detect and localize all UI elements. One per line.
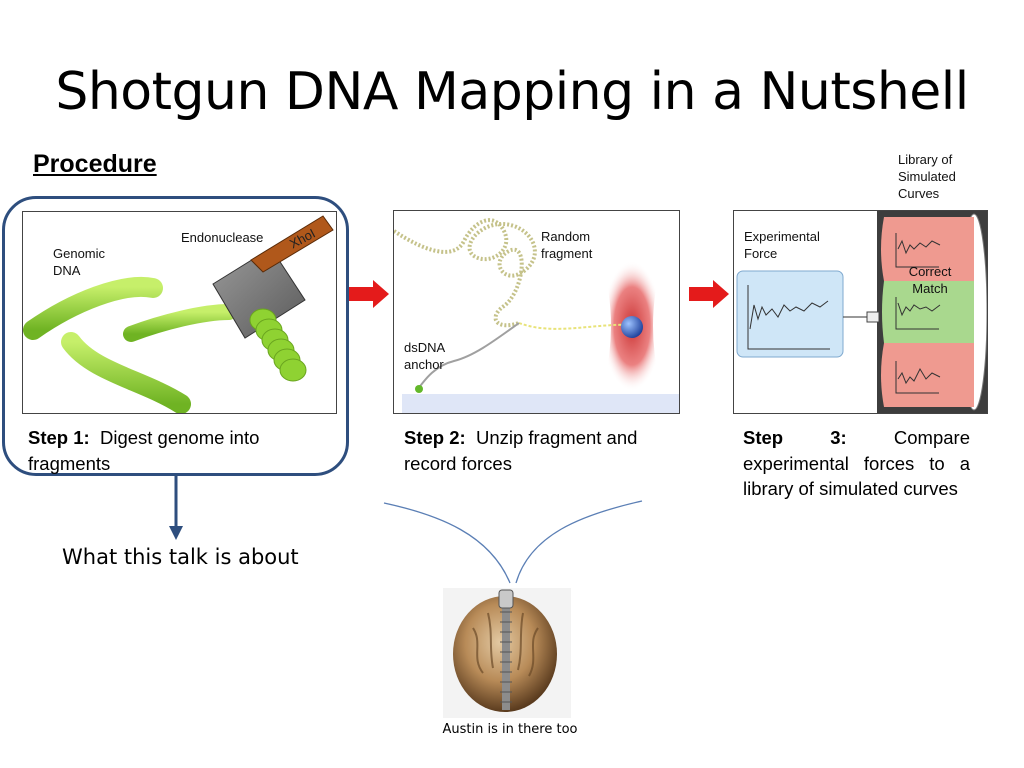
panel-compare: Experimental Force Correct Match xyxy=(733,210,988,414)
surface xyxy=(402,394,679,413)
genomic-dna-line-2: DNA xyxy=(53,263,81,278)
step-1-caption: Step 1: Digest genome into fragments xyxy=(28,425,328,476)
mismatch-band-1 xyxy=(881,217,974,281)
step-2-caption: Step 2: Unzip fragment and record forces xyxy=(404,425,686,476)
step-1-text: Digest genome into fragments xyxy=(28,427,260,474)
experimental-force-line-2: Force xyxy=(744,246,778,261)
library-label-line-2: Simulated xyxy=(898,169,956,184)
correct-match-label: Correct Match xyxy=(900,263,960,297)
library-label-line-1: Library of xyxy=(898,152,953,167)
dna-strand-1 xyxy=(23,277,163,340)
unzipped-strand-2 xyxy=(417,322,520,390)
correct-match-line-1: Correct xyxy=(908,264,952,279)
arrow-1-to-2 xyxy=(349,280,389,308)
experimental-force-line-1: Experimental xyxy=(744,229,820,244)
random-fragment-label: Random fragment xyxy=(541,228,592,262)
pointer-lines xyxy=(383,500,643,584)
sim-axis-1 xyxy=(895,233,939,268)
trapped-bead xyxy=(621,316,643,338)
random-fragment-line-1: Random xyxy=(541,229,591,244)
anchor-point xyxy=(415,385,423,393)
sim-curve-1 xyxy=(897,239,941,255)
step-1-label: Step 1: xyxy=(28,427,90,448)
talk-label: What this talk is about xyxy=(62,545,299,569)
mismatch-band-2 xyxy=(881,343,974,407)
unzip-illustration xyxy=(394,218,679,413)
step-1-highlight xyxy=(2,196,349,476)
slide-title: Shotgun DNA Mapping in a Nutshell xyxy=(55,62,969,122)
procedure-heading: Procedure xyxy=(33,150,157,178)
dsdna-anchor-line-1: dsDNA xyxy=(404,340,446,355)
genomic-dna-line-1: Genomic xyxy=(53,246,106,261)
exp-curve xyxy=(749,300,829,330)
step-3-text: Compare experimental forces to a library… xyxy=(743,427,970,499)
zipper-pull xyxy=(498,589,514,609)
zipper-walnut-image xyxy=(443,588,571,718)
zipper-track xyxy=(502,592,510,710)
experimental-plot xyxy=(736,270,844,358)
unzipped-strand-1 xyxy=(518,322,633,330)
library-label: Library of Simulated Curves xyxy=(898,151,956,202)
panel-digest: Endonuclease XhoI Genomic DNA xyxy=(22,211,337,414)
connector-hand-icon xyxy=(866,311,880,323)
step-3-label: Step 3: xyxy=(743,427,847,448)
sim-axis-2 xyxy=(895,297,939,330)
library-label-line-3: Curves xyxy=(898,186,940,201)
endonuclease-label: Endonuclease xyxy=(181,230,264,245)
genomic-dna-label: Genomic DNA xyxy=(53,245,105,279)
step-3-caption: Step 3: Compare experimental forces to a… xyxy=(743,425,970,502)
dna-strand-2 xyxy=(61,332,191,413)
dna-strand-3 xyxy=(123,304,237,342)
down-arrow xyxy=(169,476,183,540)
random-fragment-coil xyxy=(394,218,537,328)
panel-unzip: Random fragment dsDNA anchor xyxy=(393,210,680,414)
step-2-text: Unzip fragment and record forces xyxy=(404,427,638,474)
sim-curve-2 xyxy=(897,302,941,317)
dsdna-anchor-label: dsDNA anchor xyxy=(404,339,445,373)
step-2-label: Step 2: xyxy=(404,427,466,448)
match-band xyxy=(882,281,974,343)
digest-illustration xyxy=(23,215,334,413)
correct-match-line-2: Match xyxy=(912,281,948,296)
sim-curve-3 xyxy=(897,367,941,385)
cleaver-handle xyxy=(250,215,334,273)
compare-illustration xyxy=(736,211,987,413)
exp-axis xyxy=(747,285,830,350)
austin-caption: Austin is in there too xyxy=(442,722,578,737)
dna-coil-fragment xyxy=(249,308,307,382)
arrow-2-to-3 xyxy=(689,280,729,308)
experimental-force-label: Experimental Force xyxy=(744,228,820,262)
sim-axis-3 xyxy=(895,361,939,394)
random-fragment-line-2: fragment xyxy=(541,246,593,261)
dsdna-anchor-line-2: anchor xyxy=(404,357,444,372)
